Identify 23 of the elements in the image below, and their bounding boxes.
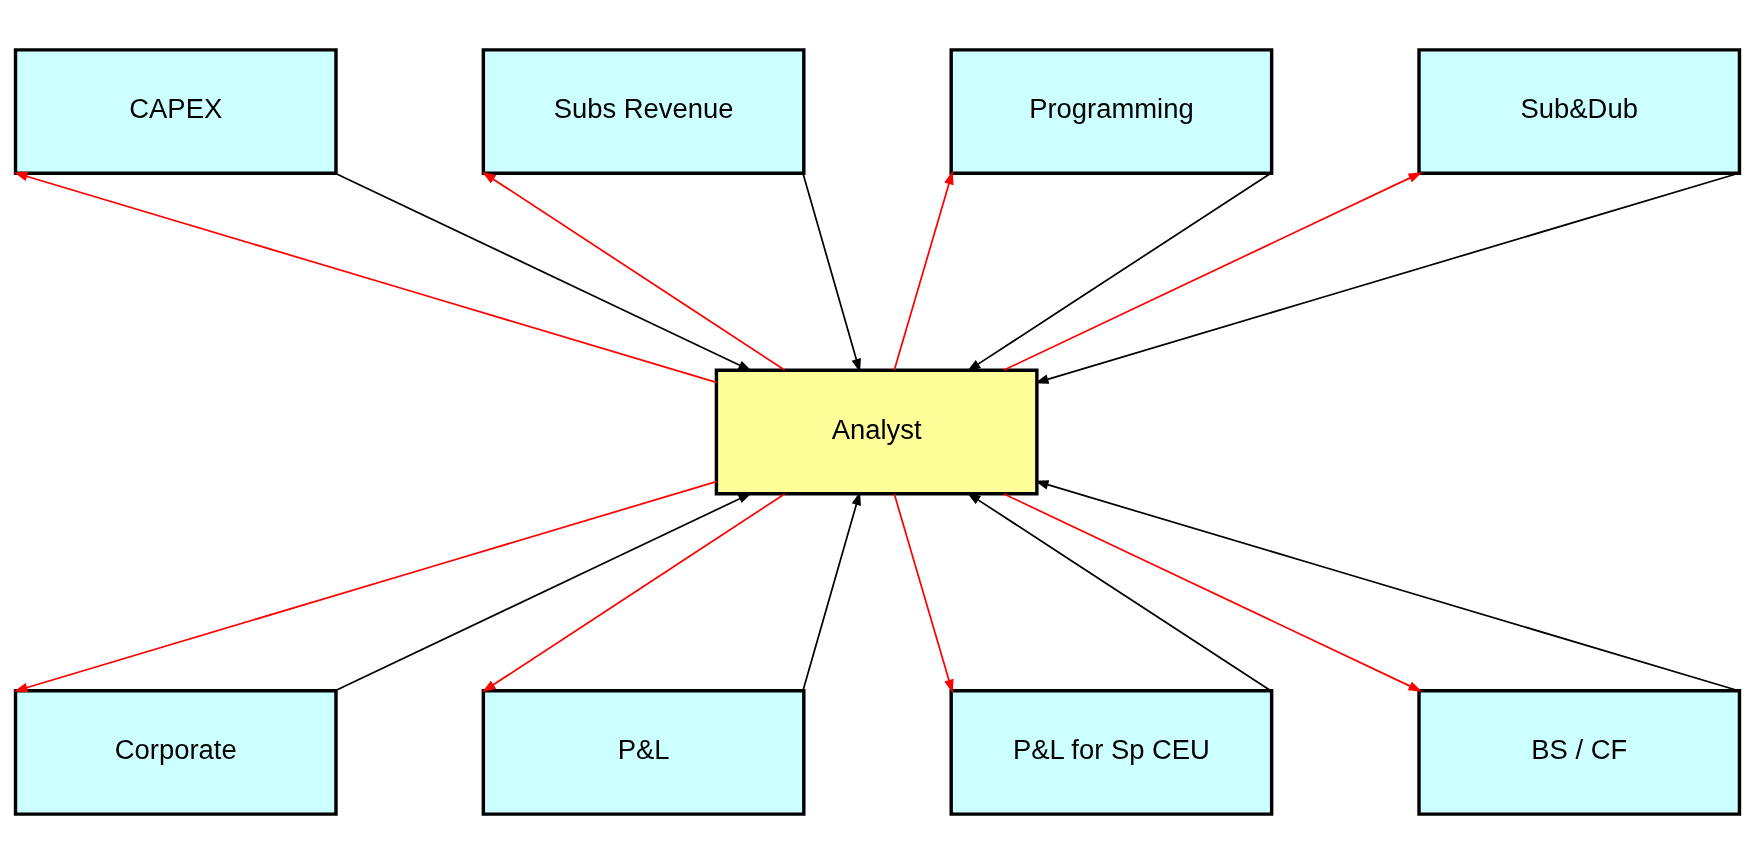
node-box: CAPEX [13, 48, 338, 175]
node-box: P&L [481, 689, 806, 816]
arrow [13, 171, 718, 384]
node-box: Subs Revenue [481, 48, 806, 175]
node-box: Sub&Dub [1417, 48, 1742, 175]
arrow [966, 172, 1272, 372]
arrow [482, 171, 786, 371]
arrow [334, 492, 752, 692]
node-box: BS / CF [1417, 689, 1742, 816]
arrow [893, 493, 954, 694]
arrow [802, 491, 861, 692]
arrow [1003, 172, 1423, 371]
arrow [893, 170, 954, 371]
node-box: Analyst [714, 368, 1039, 496]
arrow [802, 172, 861, 373]
arrow [1003, 493, 1423, 692]
node-box: P&L for Sp CEU [949, 689, 1274, 816]
node-box: Corporate [13, 689, 338, 816]
arrow [334, 172, 752, 372]
arrow [966, 492, 1272, 692]
arrow [482, 493, 786, 693]
arrow [13, 480, 718, 693]
node-box: Programming [949, 48, 1274, 175]
